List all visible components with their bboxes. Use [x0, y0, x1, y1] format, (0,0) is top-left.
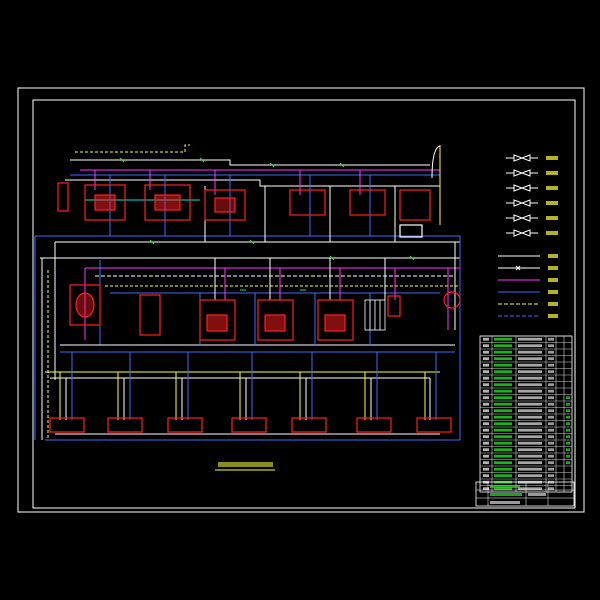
boiler-1	[84, 184, 126, 221]
drawing-title-mark	[218, 462, 273, 467]
legend-line-5	[498, 302, 558, 306]
pump-set-2	[257, 299, 294, 341]
unit-6	[356, 417, 392, 433]
legend-line-4	[498, 290, 558, 294]
legend-line-6	[498, 314, 558, 318]
table-row	[480, 368, 572, 374]
boiler-4	[289, 189, 326, 216]
table-row	[480, 433, 572, 439]
unit-1	[49, 417, 85, 433]
table-row	[480, 459, 572, 465]
boiler-3	[204, 189, 246, 221]
table-row	[480, 394, 572, 400]
table-row	[480, 439, 572, 445]
table-row	[480, 374, 572, 380]
outer-frame	[17, 87, 585, 513]
pump-icon	[506, 199, 558, 207]
table-row	[480, 387, 572, 393]
table-row	[480, 426, 572, 432]
legend-line-types	[498, 254, 558, 318]
gate-valve-icon	[506, 154, 558, 162]
left-tank	[57, 182, 69, 212]
table-row	[480, 348, 572, 354]
unit-2	[107, 417, 143, 433]
title-block	[475, 481, 575, 507]
unit-3	[167, 417, 203, 433]
legend-line-3	[498, 278, 558, 282]
pump-set-1	[199, 299, 236, 341]
pump-set-3	[317, 299, 354, 341]
table-row	[480, 381, 572, 387]
table-row	[480, 407, 572, 413]
right-pump	[443, 291, 461, 309]
control-box	[399, 224, 423, 238]
table-row	[480, 355, 572, 361]
table-row	[480, 361, 572, 367]
unit-7	[416, 417, 452, 433]
pressure-vessel	[399, 189, 431, 221]
separator	[139, 294, 161, 336]
table-row	[480, 420, 572, 426]
table-row	[480, 413, 572, 419]
heat-exchanger-left	[69, 284, 101, 326]
table-row	[480, 342, 572, 348]
boiler-2	[144, 184, 191, 221]
table-row	[480, 465, 572, 471]
legend-line-2	[498, 265, 558, 271]
gauge-icon	[506, 214, 558, 222]
filter-icon	[506, 229, 558, 237]
valve-markers	[119, 157, 415, 291]
table-row	[480, 446, 572, 452]
equipment-layer	[49, 182, 461, 433]
legend	[498, 154, 558, 318]
boiler-5	[349, 189, 386, 216]
table-row	[480, 472, 572, 478]
pipe-network	[34, 144, 461, 441]
inner-frame	[32, 99, 576, 509]
table-row	[480, 452, 572, 458]
check-valve-icon	[506, 169, 558, 177]
filter-bank	[364, 299, 386, 331]
control-valve-icon	[506, 184, 558, 192]
equipment-table	[475, 335, 575, 507]
unit-4	[231, 417, 267, 433]
unit-5	[291, 417, 327, 433]
table-row	[480, 335, 572, 341]
right-unit	[387, 295, 401, 317]
legend-valve-symbols	[506, 154, 558, 237]
legend-line-1	[498, 254, 558, 258]
table-row	[480, 400, 572, 406]
